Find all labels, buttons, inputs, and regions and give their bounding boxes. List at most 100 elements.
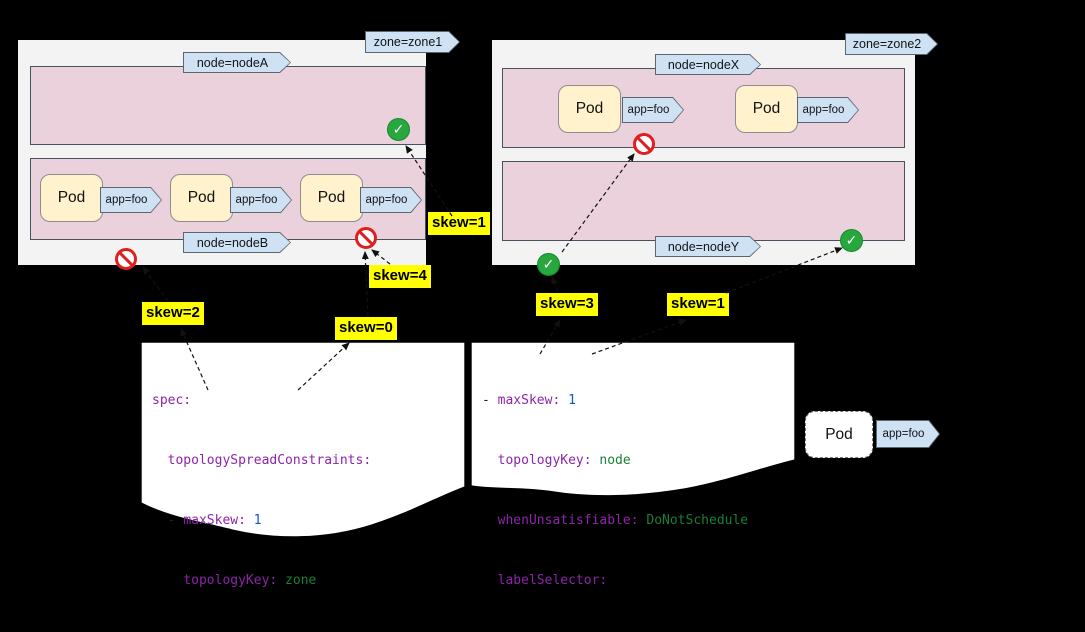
skew-label-zone1-left: skew=2 [142, 302, 204, 325]
pod-label: Pod [187, 189, 216, 206]
code-indent [482, 573, 498, 588]
code-line: - maxSkew: 1 [152, 511, 454, 531]
node-a-tag-label: node=nodeA [196, 55, 269, 70]
tag-shape [101, 188, 161, 212]
tag-shape [877, 421, 939, 447]
code-key: topologyKey: [183, 573, 278, 588]
code-value: node [591, 453, 631, 468]
tag-shape [798, 98, 858, 122]
yaml-zone-constraint-code: spec: topologySpreadConstraints: - maxSk… [140, 341, 466, 632]
check-glyph: ✓ [392, 121, 405, 137]
app-foo-tag-label: app=foo [802, 104, 845, 116]
code-line: labelSelector: [482, 571, 784, 591]
code-line: whenUnsatisfiable: DoNotSchedule [482, 511, 784, 531]
code-indent [482, 513, 498, 528]
code-value: zone [277, 573, 317, 588]
zone1-tag: zone=zone1 [365, 31, 460, 53]
tag-shape [846, 34, 937, 54]
skew-label-zone1-zero: skew=0 [335, 317, 397, 340]
code-value: 1 [245, 513, 262, 528]
tag-shape [623, 98, 683, 122]
app-foo-tag-label: app=foo [105, 194, 148, 206]
code-line: topologySpreadConstraints: [152, 451, 454, 471]
tag-shape [184, 233, 290, 252]
check-glyph: ✓ [542, 256, 555, 272]
code-line: spec: [152, 391, 454, 411]
pod-label: Pod [752, 100, 781, 117]
check-icon: ✓ [840, 229, 863, 252]
code-paper-shape [140, 341, 466, 538]
zone2-tag: zone=zone2 [845, 33, 938, 55]
skew-label-zone1-nodeB: skew=4 [369, 265, 431, 288]
arrow-skew3-to-check [551, 276, 559, 293]
yaml-node-constraint-block: - maxSkew: 1 topologyKey: node whenUnsat… [470, 341, 796, 588]
zone2-box: node=nodeX Pod app=foo Pod app=foo node=… [492, 40, 915, 276]
check-icon: ✓ [387, 118, 410, 141]
code-key: maxSkew: [497, 393, 561, 408]
check-glyph: ✓ [845, 232, 858, 248]
code-key: whenUnsatisfiable: [497, 513, 639, 528]
code-key: topologySpreadConstraints: [167, 453, 372, 468]
code-value: DoNotSchedule [638, 513, 749, 528]
zone1-box: node=nodeA ✓ Pod app=foo Pod app=foo Pod… [18, 40, 426, 270]
no-entry-icon [115, 248, 137, 270]
zone2-tag-label: zone=zone2 [852, 37, 922, 51]
app-foo-tag: app=foo [622, 97, 684, 123]
check-icon: ✓ [537, 253, 560, 276]
app-foo-tag: app=foo [797, 97, 859, 123]
app-foo-tag-label: app=foo [365, 194, 408, 206]
pod-box: Pod [300, 174, 363, 222]
tag-shape [231, 188, 291, 212]
code-paper-shape [470, 341, 796, 497]
app-foo-tag-label: app=foo [627, 104, 670, 116]
pod-label: Pod [317, 189, 346, 206]
node-x-tag: node=nodeX [655, 54, 761, 75]
app-foo-tag-label: app=foo [882, 428, 925, 440]
tag-shape [184, 53, 290, 72]
skew-label-zone2-right: skew=1 [667, 293, 729, 316]
pod-box: Pod [558, 85, 621, 133]
code-indent [482, 453, 498, 468]
node-y-box [502, 161, 905, 241]
node-a-box [30, 66, 426, 145]
node-a-tag: node=nodeA [183, 52, 291, 73]
app-foo-tag: app=foo [876, 420, 940, 448]
zone1-tag-label: zone=zone1 [373, 35, 443, 49]
node-y-tag: node=nodeY [655, 236, 761, 257]
app-foo-tag: app=foo [360, 187, 422, 213]
code-key: topologyKey: [497, 453, 592, 468]
code-value: 1 [560, 393, 576, 408]
skew-label-zone1-nodeA: skew=1 [428, 212, 490, 235]
code-line: topologyKey: zone [152, 571, 454, 591]
arrow-skew2-to-reject [142, 266, 169, 302]
pod-label: Pod [575, 100, 604, 117]
pod-box: Pod [735, 85, 798, 133]
node-x-tag-label: node=nodeX [667, 57, 740, 72]
app-foo-tag-label: app=foo [235, 194, 278, 206]
app-foo-tag: app=foo [230, 187, 292, 213]
yaml-node-constraint-code: - maxSkew: 1 topologyKey: node whenUnsat… [470, 341, 796, 632]
app-foo-tag: app=foo [100, 187, 162, 213]
node-y-tag-label: node=nodeY [667, 239, 740, 254]
code-key: maxSkew: [183, 513, 246, 528]
node-b-tag-label: node=nodeB [196, 235, 269, 250]
code-line: - maxSkew: 1 [482, 391, 784, 411]
tag-shape [656, 55, 760, 74]
code-indent [152, 453, 168, 468]
code-indent: - [152, 513, 184, 528]
pending-pod-box: Pod [805, 411, 873, 458]
node-b-tag: node=nodeB [183, 232, 291, 253]
pod-label: Pod [57, 189, 86, 206]
tag-shape [366, 32, 459, 52]
no-entry-icon [633, 133, 655, 155]
code-key: labelSelector: [497, 573, 608, 588]
no-entry-icon [355, 227, 377, 249]
skew-label-zone2-left: skew=3 [536, 293, 598, 316]
code-key: spec: [152, 393, 192, 408]
code-line: topologyKey: node [482, 451, 784, 471]
pod-box: Pod [40, 174, 103, 222]
code-indent: - [482, 393, 498, 408]
yaml-zone-constraint-block: spec: topologySpreadConstraints: - maxSk… [140, 341, 466, 588]
pod-box: Pod [170, 174, 233, 222]
